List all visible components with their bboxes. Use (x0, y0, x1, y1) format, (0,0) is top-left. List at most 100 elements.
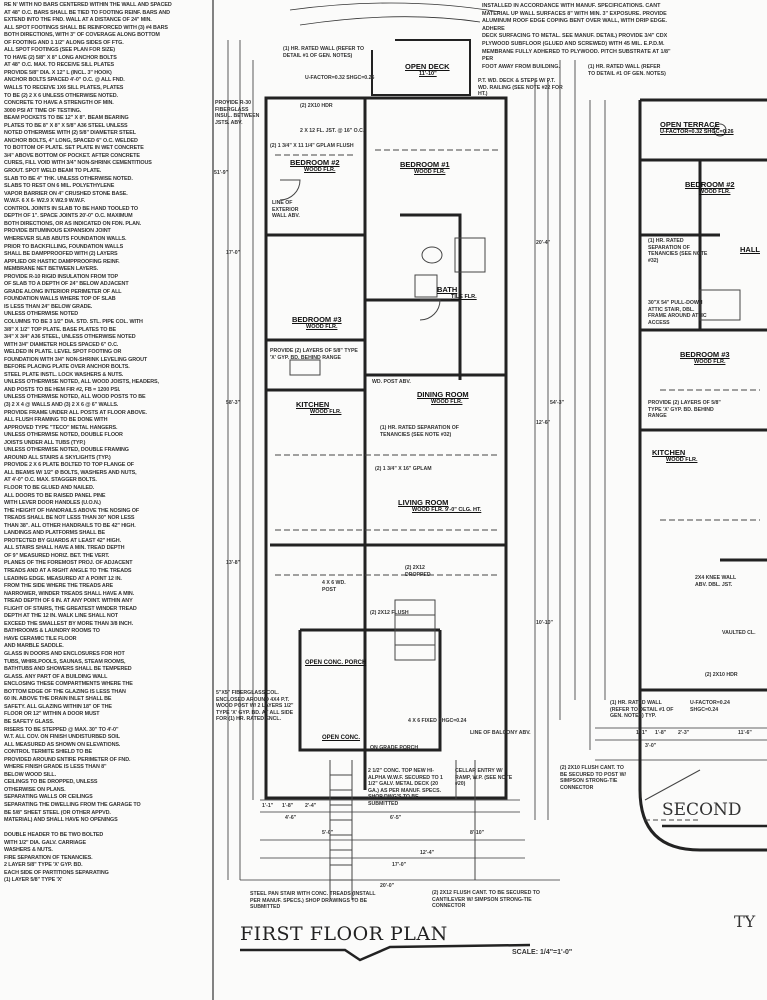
general-note-line: EXCEED THE SMALLEST BY MORE THAN 3/8 INC… (4, 620, 133, 627)
dimension: 4'-6" (285, 815, 297, 821)
general-note-line: ANCHOR BOLTS SPACED 4'-0" O.C. @ ALL FND… (4, 77, 125, 84)
dimension: 20'-0" (380, 883, 395, 889)
callout-gplam-16: (2) 1 3/4" X 16" GPLAM (375, 466, 432, 472)
general-note-line: RE N' WITH NO BARS CENTERED WITHIN THE W… (4, 2, 172, 8)
deck-note-line: MEMBRANE FULLY ADHERED TO PLYWOOD. PITCH… (482, 48, 671, 63)
general-notes: RE N' WITH NO BARS CENTERED WITHIN THE W… (4, 2, 212, 885)
dimension: 3'-0" (645, 743, 657, 749)
room-sub: WOOD FLR. 9'-0" CLG. HT. (412, 507, 482, 513)
dimension: 13'-8" (226, 560, 241, 566)
general-note-line: NOTED OTHERWISE WITH (2) 5/8" DIAMETER S… (4, 130, 136, 137)
callout-post: WD. POST ABV. (372, 379, 411, 385)
dimension: 17'-0" (392, 862, 407, 868)
room-open-porch: OPEN CONC. PORCH (305, 660, 366, 666)
drawing-title: FIRST FLOOR PLAN (240, 923, 448, 945)
general-note-line: HAVE CERAMIC TILE FLOOR (4, 635, 77, 642)
room-name: HALL (740, 245, 760, 254)
general-note-line: DEPTH OF 1". SPACE JOINTS 20'-0" O.C. MA… (4, 213, 133, 220)
room-name: KITCHEN (296, 400, 330, 409)
general-note-line: ENCLOSING THESE COMPARTMENTS WHERE THE (4, 681, 133, 688)
room-name: BEDROOM #3 (292, 315, 342, 324)
room-name: OPEN TERRACE (660, 120, 720, 129)
general-note-line: THE HEIGHT OF HANDRAILS ABOVE THE NOSING… (4, 507, 140, 514)
room-sub: WOOD FLR. (431, 399, 463, 405)
drawing-scale: SCALE: 1/4"=1'-0" (512, 949, 573, 956)
general-note-line: (3) 2 X 4 @ WALLS AND (3) 2 X 6 @ 6" WAL… (4, 401, 119, 408)
general-note-line: FIRE SEPARATION OF TENANCIES. (4, 854, 93, 861)
room-name: DINING ROOM (417, 390, 469, 399)
general-note-line: ALL BEAMS W/ 1/2" Ø BOLTS, WASHERS AND N… (4, 469, 137, 476)
general-note-line: WELDED IN PLATE. LEVEL SPOT FOOTING OR (4, 349, 122, 356)
general-note-line: SLABS TO REST ON 6 MIL. POLYETHYLENE (4, 183, 115, 190)
general-note-line: BOTH DIRECTIONS, WITH 3" OF COVERAGE ALO… (4, 32, 160, 39)
general-note-line: BEFORE PLACING PLATE OVER ANCHOR BOLTS. (4, 364, 130, 371)
room-name: LIVING ROOM (398, 498, 449, 507)
second-drawing-title: SECOND (662, 800, 742, 820)
general-note-line: BOTH DIRECTIONS, OR AS INDICATED ON FDN.… (4, 220, 142, 227)
callout-gplam: (2) 1 3/4" X 11 1/4" GPLAM FLUSH (270, 143, 354, 149)
dimension: 20'-4" (536, 240, 551, 246)
dimension: 11'-6" (738, 730, 752, 736)
room-name: OPEN DECK (405, 62, 450, 71)
general-note-line: WITH 3/4" DIAMETER HOLES SPACED 6" O.C. (4, 341, 119, 348)
callout-exterior-wall: LINE OF EXTERIOR WALL ABV. (272, 200, 300, 219)
general-note-line: 3000 PSI AT TIME OF TESTING. (4, 107, 82, 114)
dimension: 5'-0" (322, 830, 334, 836)
callout-steel-stair: STEEL PAN STAIR WITH CONC. TREADS (INSTA… (250, 891, 376, 910)
general-note-line: APPROVED TYPE "TECO" METAL HANGERS. (4, 424, 118, 431)
callout-flush: (2) 2x12 FLUSH (370, 610, 409, 616)
general-note-line: GROUT. SPOT WELD BEAM TO PLATE. (4, 168, 102, 175)
general-note-line: ANCHOR BOLTS, 4" LONG, SPACED 6" O.C. WE… (4, 137, 138, 144)
general-note-line: TREADS AND AT A RIGHT ANGLE TO THE TREAD… (4, 568, 132, 575)
general-note-line: PROVIDED AROUND ENTIRE PERIMETER OF FND. (4, 756, 131, 763)
general-note-line: UNLESS OTHERWISE NOTED, DOUBLE FLOOR (4, 432, 123, 439)
title-underline (240, 943, 531, 962)
general-note-line: SAFETY. ALL GLAZING WITHIN 18" OF THE (4, 703, 112, 710)
general-note-line: WALLS TO RECEIVE 1X6 SILL PLATES, PLATES (4, 85, 124, 92)
general-note-line: APPLIED OR HASTIC DAMPPROOFING REINF. (4, 258, 120, 265)
general-note-line: PLANES OF THE FOREMOST PROJ. OF ADJACENT (4, 560, 133, 567)
general-note-line: GRADE ALONG INTERIOR PERIMETER OF ALL (4, 288, 122, 295)
room-sub: WOOD FLR. (306, 324, 338, 330)
general-note-line: OF FOOTING AND 1 1/2" ALONG SIDES OF FTG… (4, 39, 124, 46)
room-name: OPEN CONC. PORCH (305, 660, 367, 666)
room-sub: WOOD FLR. (699, 189, 731, 195)
room-name: OPEN CONC. (322, 735, 361, 741)
general-note-line: WITH LEVER DOOR HANDLES (U.O.N.) (4, 500, 101, 507)
general-note-line: FLIGHT OF STAIRS, THE GREATEST WINDER TR… (4, 605, 137, 612)
callout-fixed-window: 4 x 6 FIXED SHGC=0.24 (408, 718, 467, 724)
general-note-line: AT 4'-0" O.C. MAX. STAGGER BOLTS. (4, 477, 97, 484)
callout-balcony: LINE OF BALCONY ABV. (470, 730, 531, 736)
general-note-line: SLAB TO BE 4" THK. UNLESS OTHERWISE NOTE… (4, 175, 133, 182)
general-note-line: STEEL PLATE INSTL. LOCK WASHERS & NUTS. (4, 371, 124, 378)
room-sub: 11'-10" (419, 71, 437, 77)
general-note-line: FLOOR TO BE GLUED AND NAILED. (4, 485, 95, 491)
callout-separation-second: (1) HR. RATED SEPARATION OF TENANCIES (S… (648, 238, 708, 264)
room-open-conc: OPEN CONC. (322, 735, 360, 741)
general-note-line: LANDINGS AND PLATFORMS SHALL BE (4, 530, 106, 537)
dimension: 2'-4" (305, 803, 317, 809)
general-note-line: UNLESS OTHERWISE NOTED (4, 311, 79, 318)
general-note-line: ALL STAIRS SHALL HAVE A MIN. TREAD DEPTH (4, 545, 125, 552)
general-note-line: UNLESS OTHERWISE NOTED, DOUBLE FRAMING (4, 447, 129, 454)
general-note-line: TO BE (2) 2 X 6 UNLESS OTHERWISE NOTED. (4, 92, 118, 99)
general-note-line: CONTROL TERMITE SHIELD TO BE (4, 749, 93, 756)
dimension: 12'-6" (536, 420, 551, 426)
callout-cantilever-10: (2) 2x10 FLUSH CANT. TO BE SECURED TO PO… (560, 765, 626, 791)
general-note-line: FOUNDATION WALLS WHERE TOP OF SLAB (4, 296, 116, 303)
general-note-line: EACH SIDE OF PARTITIONS SEPARATING (4, 869, 109, 876)
dimension: 6'-5" (390, 815, 402, 821)
general-note-line: BATHTUBS AND SHOWERS SHALL BE TEMPERED (4, 666, 132, 673)
general-note-line: TO HAVE (2) 5/8" X 8" LONG ANCHOR BOLTS (4, 54, 117, 61)
general-note-line: 60 IN. ABOVE THE DRAIN INLET SHALL BE (4, 696, 112, 703)
general-note-line: AND MARBLE SADDLE. (4, 643, 64, 650)
deck-note-line: PLYWOOD SUBFLOOR (GLUED AND SCREWED) WIT… (482, 40, 665, 47)
dimension: 54'-3" (550, 400, 565, 406)
general-note-line: PRIOR TO BACKFILLING, FOUNDATION WALLS (4, 243, 124, 250)
general-note-line: CONCRETE TO HAVE A STRENGTH OF MIN. (4, 100, 114, 107)
